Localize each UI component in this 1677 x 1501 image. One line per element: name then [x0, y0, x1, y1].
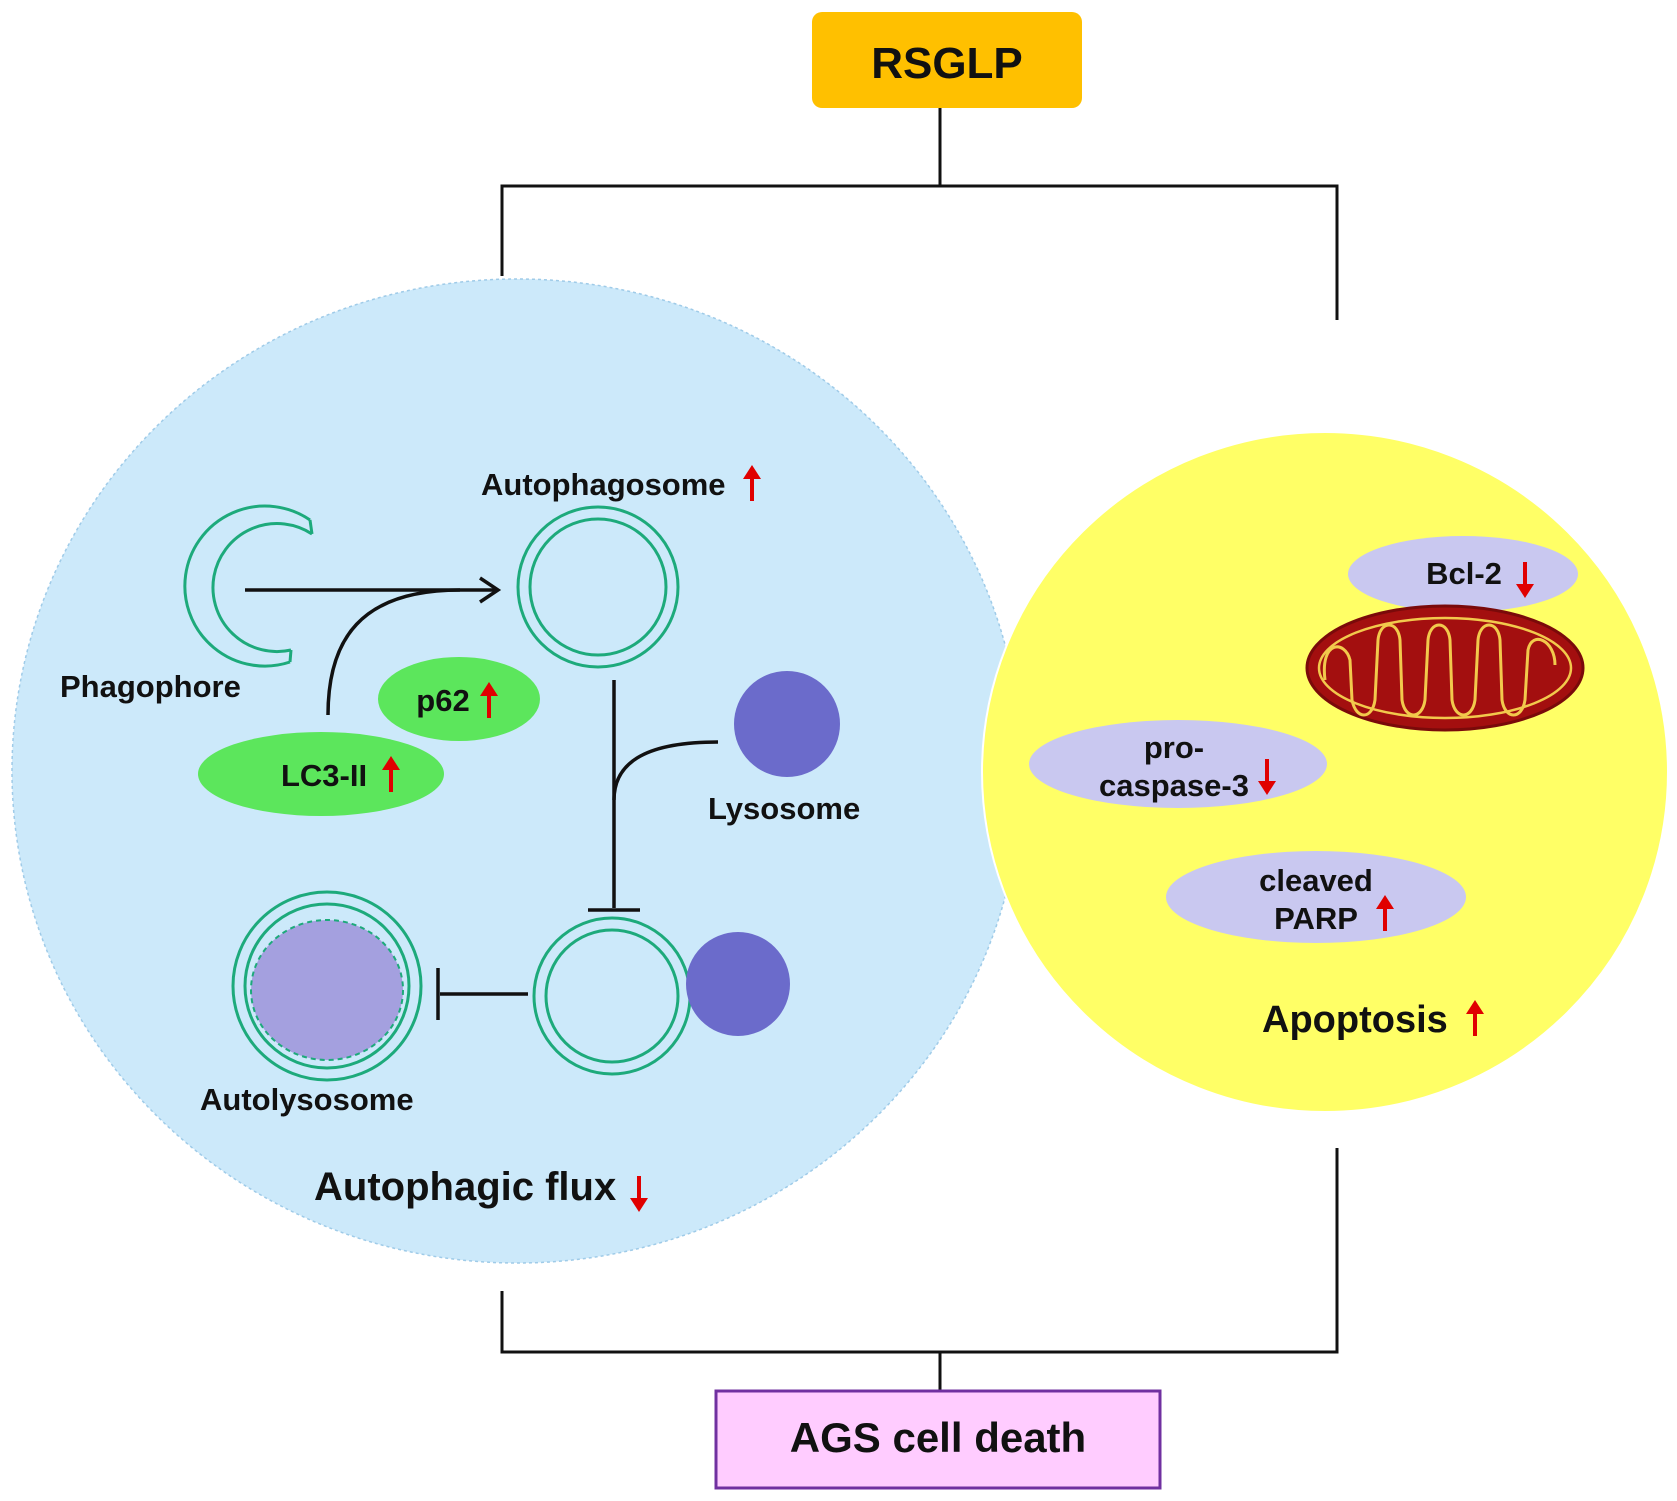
lc3-label: LC3-II [281, 758, 367, 793]
rsglp-box: RSGLP [812, 12, 1082, 108]
phagophore-label: Phagophore [60, 669, 241, 704]
bcl2-badge: Bcl-2 [1348, 536, 1578, 612]
p62-label: p62 [416, 683, 469, 718]
autophagy-region [11, 278, 1023, 1264]
procaspase3-label-line1: pro- [1144, 730, 1204, 765]
formation-arrow [245, 576, 502, 716]
docked-lysosome-icon [686, 932, 790, 1036]
p62-badge: p62 [378, 657, 540, 741]
autolysosome-inhibition [436, 968, 528, 1020]
procaspase3-label-line2: caspase-3 [1099, 768, 1249, 803]
fusion-inhibition [588, 680, 719, 912]
lysosome-label: Lysosome [708, 791, 860, 826]
lc3-badge: LC3-II [198, 732, 444, 816]
phagophore-icon [183, 504, 314, 668]
autolysosome-icon [231, 890, 423, 1082]
apoptosis-label: Apoptosis [1262, 999, 1448, 1041]
ags-cell-death-label: AGS cell death [790, 1414, 1086, 1461]
cleaved-parp-badge: cleaved PARP [1166, 851, 1466, 943]
autophagosome-label: Autophagosome [481, 467, 726, 502]
ags-cell-death-box: AGS cell death [714, 1389, 1162, 1490]
lysosome-icon [734, 671, 840, 777]
bcl2-label: Bcl-2 [1426, 556, 1502, 591]
procaspase3-badge: pro- caspase-3 [1029, 720, 1327, 808]
mitochondrion-icon [1305, 604, 1585, 732]
autolysosome-label: Autolysosome [200, 1082, 414, 1117]
parp-label-line1: cleaved [1259, 863, 1373, 898]
rsglp-label: RSGLP [871, 39, 1023, 88]
autophagosome-icon [516, 505, 680, 669]
connector-lines [500, 108, 1339, 1390]
autophagic-flux-label: Autophagic flux [314, 1165, 616, 1209]
parp-label-line2: PARP [1274, 901, 1358, 936]
